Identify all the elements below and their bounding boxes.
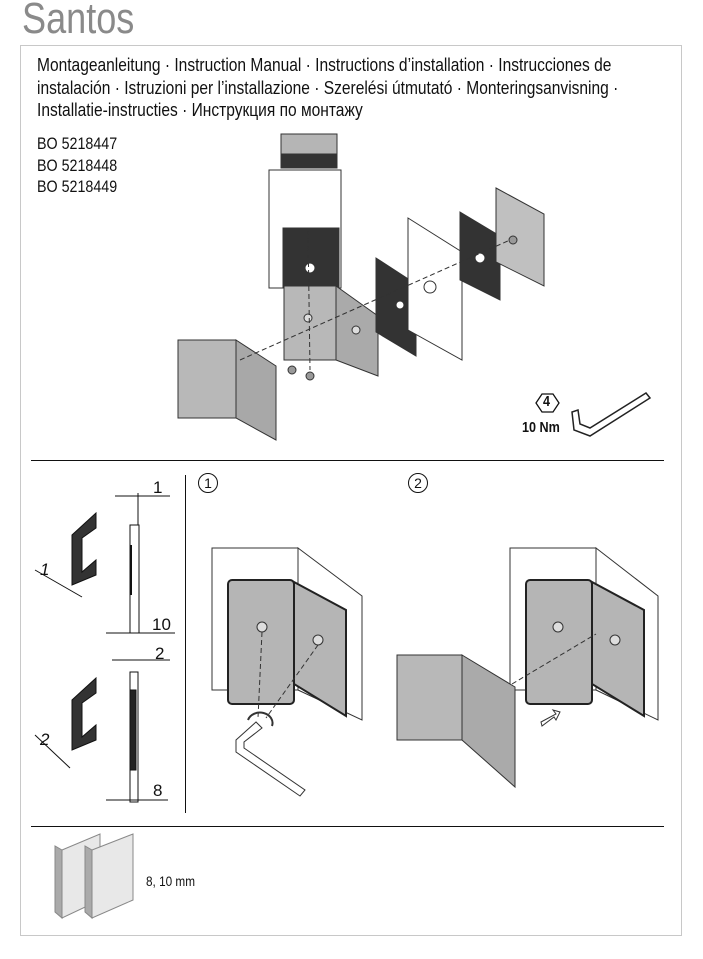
language-line: instalación · Istruzioni per l’installaz… [37,76,619,98]
gasket-thickness-label: 1 [153,478,163,497]
glass-thickness-range: 8, 10 mm [146,873,196,889]
product-code: BO 5218448 [37,155,118,175]
product-code: BO 5218447 [37,134,118,153]
column-divider [185,475,187,813]
gasket-thickness-label: 2 [40,730,50,749]
language-line: Montageanleitung · Instruction Manual · … [37,54,612,75]
glass-thickness-label: 8 [153,781,163,800]
language-list: Montageanleitung · Instruction Manual · … [37,54,618,122]
step-number: 1 [198,473,218,493]
manual-frame [20,45,682,936]
torque-label: 10 Nm [522,419,560,436]
section-divider [31,460,664,462]
product-code: BO 5218449 [37,177,118,196]
language-line: Installatie-instructies · Инструкция по … [37,99,363,120]
product-title: Santos [22,0,135,43]
gasket-thickness-label: 1 [40,560,50,579]
hex-size-label: 4 [543,393,551,410]
product-codes: BO 5218447 BO 5218448 BO 5218449 [37,133,117,198]
glass-thickness-label: 10 [152,615,171,634]
gasket-thickness-label: 2 [155,644,165,663]
step-number: 2 [408,473,428,493]
section-divider [31,826,664,828]
